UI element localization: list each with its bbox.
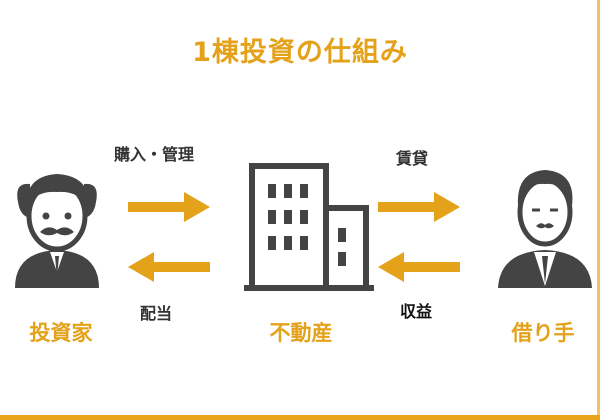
- flow-label-purchase-management: 購入・管理: [114, 145, 195, 164]
- entity-label-investor: 投資家: [29, 321, 93, 345]
- borrower-person-icon: [498, 170, 592, 288]
- flow-label-lease: 賃貸: [396, 149, 429, 168]
- building-icon: [244, 163, 374, 291]
- investor-person-icon: [15, 174, 99, 288]
- entity-label-borrower: 借り手: [511, 321, 575, 345]
- arrow-right-icon: [378, 192, 460, 222]
- flow-label-revenue: 収益: [400, 302, 433, 321]
- arrow-left-icon: [378, 252, 460, 282]
- flow-label-dividend: 配当: [140, 304, 173, 323]
- entity-label-property: 不動産: [269, 321, 333, 345]
- arrow-right-icon: [128, 192, 210, 222]
- right-edge-accent: [597, 0, 600, 420]
- arrow-left-icon: [128, 252, 210, 282]
- diagram-title: 1棟投資の仕組み: [192, 37, 408, 68]
- bottom-edge-accent: [0, 415, 600, 420]
